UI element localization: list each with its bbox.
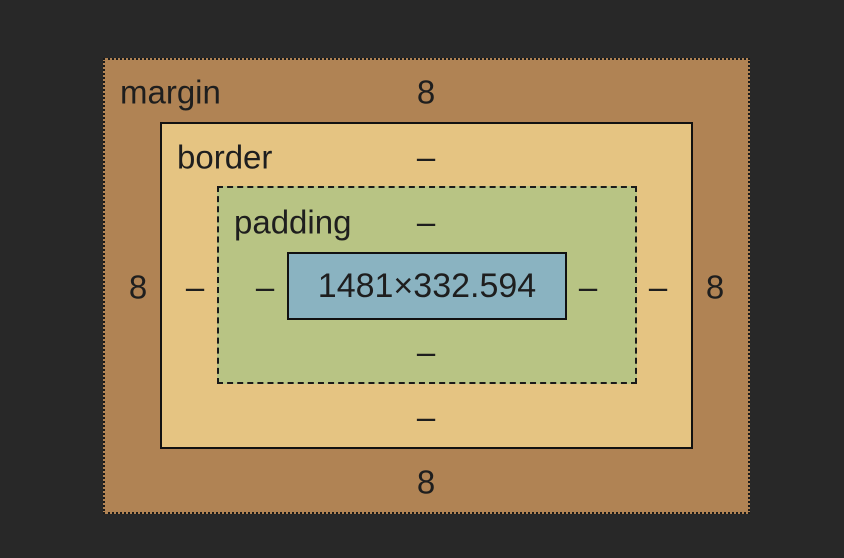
padding-bottom-value[interactable]: – xyxy=(416,333,436,371)
border-left-value[interactable]: – xyxy=(185,268,205,306)
padding-top-value[interactable]: – xyxy=(416,203,436,241)
margin-top-value[interactable]: 8 xyxy=(416,73,436,111)
margin-left-value[interactable]: 8 xyxy=(128,268,148,306)
border-bottom-value[interactable]: – xyxy=(416,398,436,436)
content-size: 1481×332.594 xyxy=(317,266,537,305)
margin-right-value[interactable]: 8 xyxy=(705,268,725,306)
border-top-value[interactable]: – xyxy=(416,138,436,176)
margin-bottom-value[interactable]: 8 xyxy=(416,463,436,501)
border-right-value[interactable]: – xyxy=(648,268,668,306)
border-label: border xyxy=(177,138,273,176)
padding-label: padding xyxy=(234,203,352,241)
content-box[interactable]: 1481×332.594 xyxy=(287,252,567,320)
margin-label: margin xyxy=(120,73,221,111)
padding-right-value[interactable]: – xyxy=(578,268,598,306)
padding-left-value[interactable]: – xyxy=(255,268,275,306)
